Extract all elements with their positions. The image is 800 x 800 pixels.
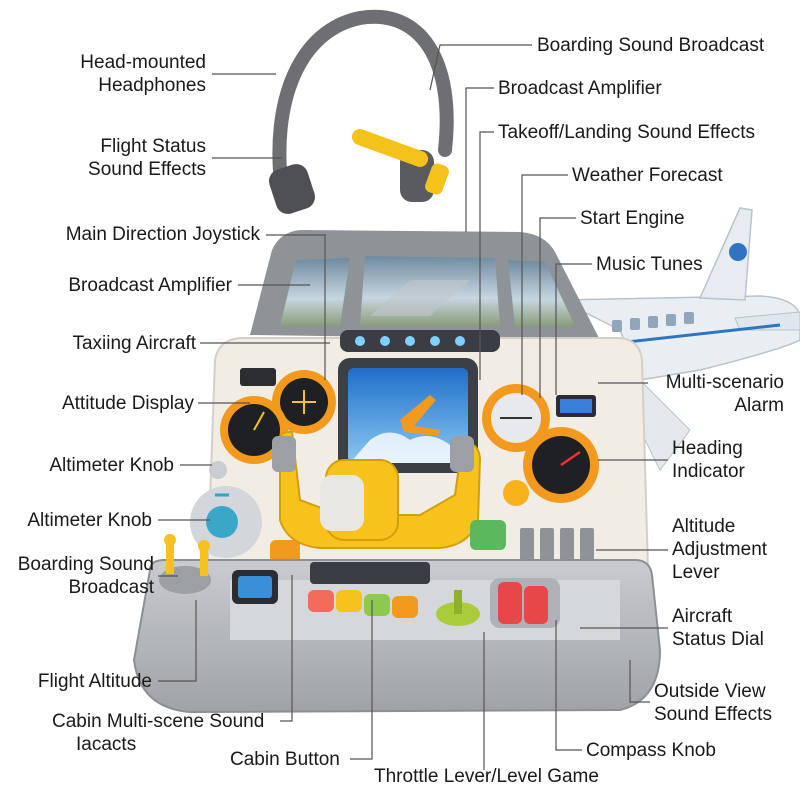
label-compass-knob: Compass Knob	[586, 740, 716, 761]
label-throttle-lever: Throttle Lever/Level Game	[374, 766, 599, 787]
windshield	[250, 230, 600, 340]
label-boarding-sound-broadcast-right: Boarding Sound Broadcast	[537, 35, 765, 56]
label-altimeter-knob-1: Altimeter Knob	[49, 455, 174, 476]
label-music-tunes: Music Tunes	[596, 254, 703, 275]
label-flight-altitude: Flight Altitude	[37, 671, 152, 692]
label-altimeter-knob-2: Altimeter Knob	[27, 510, 152, 531]
label-cabin-button: Cabin Button	[230, 749, 340, 770]
label-weather-forecast: Weather Forecast	[572, 165, 723, 186]
label-start-engine: Start Engine	[580, 208, 685, 229]
label-main-direction-joystick: Main Direction Joystick	[65, 224, 260, 245]
label-taxiing-aircraft: Taxiing Aircraft	[72, 333, 196, 354]
label-broadcast-amplifier-left: Broadcast Amplifier	[68, 275, 232, 296]
headset-illustration	[268, 9, 454, 214]
leader-lines	[158, 44, 668, 770]
label-broadcast-amplifier-right: Broadcast Amplifier	[498, 78, 662, 99]
airplane-body	[559, 207, 800, 471]
label-cabin-multi-scene-sound: Cabin Multi-scene Sound Iacacts	[52, 711, 265, 755]
label-attitude-display: Attitude Display	[61, 393, 194, 414]
label-takeoff-landing-sound: Takeoff/Landing Sound Effects	[498, 122, 756, 143]
base-tray	[132, 534, 662, 714]
